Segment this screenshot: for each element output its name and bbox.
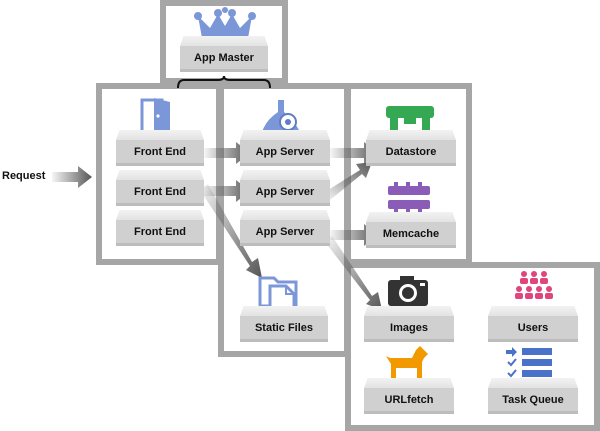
app-master-label: App Master xyxy=(194,51,254,64)
memcache-label: Memcache xyxy=(382,227,440,240)
front-end-2-label: Front End xyxy=(134,185,186,198)
task-queue-label: Task Queue xyxy=(502,393,564,406)
app-master-box: App Master xyxy=(180,36,268,72)
app-master-frame xyxy=(160,0,288,84)
fe2-to-as2-arrow xyxy=(204,180,250,202)
front-end-3-label: Front End xyxy=(134,225,186,238)
memcache-icon xyxy=(388,182,430,214)
app-server-3-label: App Server xyxy=(255,225,315,238)
front-end-1-label: Front End xyxy=(134,145,186,158)
dog-icon xyxy=(386,346,428,378)
services-frame xyxy=(345,262,600,431)
app-server-icon xyxy=(262,100,300,132)
urlfetch-label: URLfetch xyxy=(384,393,434,406)
images-label: Images xyxy=(390,321,428,334)
static-files-box: Static Files xyxy=(240,306,328,342)
memcache-box: Memcache xyxy=(366,212,456,248)
datastore-box: Datastore xyxy=(366,130,456,166)
datastore-icon xyxy=(386,106,434,130)
static-files-icon xyxy=(258,276,298,310)
urlfetch-box: URLfetch xyxy=(364,378,454,414)
app-server-2-label: App Server xyxy=(255,185,315,198)
users-icon xyxy=(515,271,553,299)
users-label: Users xyxy=(517,321,549,334)
front-end-2: Front End xyxy=(116,170,204,206)
camera-icon xyxy=(388,276,428,306)
door-icon xyxy=(140,98,170,134)
front-end-3: Front End xyxy=(116,210,204,246)
request-arrow xyxy=(52,166,92,188)
as2-to-datastore-arrow xyxy=(325,162,372,200)
static-files-label: Static Files xyxy=(254,321,314,334)
app-server-3: App Server xyxy=(240,210,330,246)
app-server-1: App Server xyxy=(240,130,330,166)
users-box: Users xyxy=(488,306,578,342)
front-end-1: Front End xyxy=(116,130,204,166)
fe2-to-static-files-arrow xyxy=(200,184,262,278)
images-box: Images xyxy=(364,306,454,342)
task-queue-box: Task Queue xyxy=(488,378,578,414)
app-server-1-label: App Server xyxy=(255,145,315,158)
datastore-label: Datastore xyxy=(385,145,437,158)
request-label: Request xyxy=(2,170,46,182)
app-master-bracket xyxy=(177,75,271,89)
task-queue-icon xyxy=(506,347,552,378)
as3-to-images-arrow xyxy=(325,236,382,310)
fe1-to-as1-arrow xyxy=(204,142,250,164)
app-server-2: App Server xyxy=(240,170,330,206)
